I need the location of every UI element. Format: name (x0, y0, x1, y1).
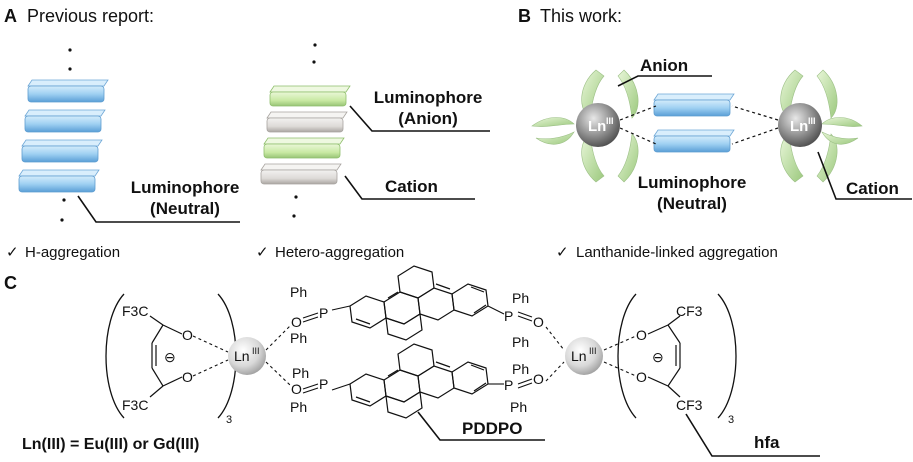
ln-sup-left: III (606, 116, 614, 126)
label-luminophore-neutral-line1: Luminophore (131, 178, 240, 197)
oxygen-p-left-bottom: O (291, 381, 302, 397)
minus-charge-right: ⊖ (652, 349, 664, 365)
cf3-right-top: CF3 (676, 303, 703, 319)
coordination-dashes-b (619, 105, 779, 145)
check-icon: ✓ (556, 244, 569, 261)
oxygen-p-right-bottom: O (533, 371, 544, 387)
oxygen-p-left-top: O (291, 314, 302, 330)
gray-slab (266, 111, 348, 133)
count-right: 3 (728, 414, 734, 426)
oxygen-left-bottom: O (182, 369, 193, 385)
blue-slab (24, 109, 106, 133)
ph-label: Ph (292, 365, 309, 381)
ph-label: Ph (290, 330, 307, 346)
label-luminophore-neutral-b-line1: Luminophore (638, 173, 747, 192)
pointer-line-cation-a (344, 175, 475, 200)
ln-definition: Ln(III) = Eu(III) or Gd(III) (22, 436, 199, 453)
label-anion-b: Anion (640, 56, 688, 75)
caption-hetero-aggregation: Hetero-aggregation (275, 244, 404, 261)
pointer-line-anion (349, 105, 490, 132)
label-luminophore-anion-line1: Luminophore (374, 88, 483, 107)
oxygen-right-top: O (636, 327, 647, 343)
label-pddpo: PDDPO (462, 419, 522, 438)
panel-a-letter: A (4, 6, 17, 26)
phosphorus-left-bottom: P (319, 376, 328, 392)
ln-sup-c-right: III (589, 346, 597, 356)
caption-h-aggregation: H-aggregation (25, 244, 120, 261)
ph-label: Ph (290, 284, 307, 300)
label-cation-a: Cation (385, 177, 438, 196)
caption-lanthanide-linked: Lanthanide-linked aggregation (576, 244, 778, 261)
check-icon: ✓ (6, 244, 19, 261)
hfa-right (603, 293, 737, 419)
panel-c-letter: C (4, 273, 17, 293)
lanthanide-left-complex (531, 69, 639, 183)
green-slab (263, 137, 345, 159)
check-icon: ✓ (256, 244, 269, 261)
minus-charge-left: ⊖ (164, 349, 176, 365)
cf3-right-bottom: CF3 (676, 397, 703, 413)
label-cation-b: Cation (846, 179, 899, 198)
ln-sup-right: III (808, 116, 816, 126)
ph-label: Ph (512, 290, 529, 306)
ellipsis-dots-bottom-left (60, 198, 66, 222)
pointer-line-cation-b (817, 151, 912, 200)
pointer-line-anion-b (617, 75, 712, 87)
ln-label-c-left: Ln (234, 348, 250, 364)
blue-slab (21, 139, 103, 163)
lanthanide-sphere-right (778, 103, 822, 147)
ln-label-left: Ln (588, 118, 606, 135)
blue-slab-stack (18, 79, 109, 193)
cf3-left-bottom: F3C (122, 397, 148, 413)
pointer-line-neutral (77, 195, 240, 223)
blue-slab (653, 93, 735, 117)
phosphorus-right-bottom: P (504, 377, 513, 393)
blue-slab (27, 79, 109, 103)
pyrene-bottom (349, 343, 489, 419)
label-luminophore-neutral-line2: (Neutral) (150, 199, 220, 218)
oxygen-right-bottom: O (636, 369, 647, 385)
hetero-slab-stack (260, 85, 351, 185)
ellipsis-dots-top-left (68, 48, 72, 71)
phosphorus-left-top: P (319, 305, 328, 321)
ph-label: Ph (290, 399, 307, 415)
ellipsis-dots-bottom-right-a (292, 195, 298, 218)
panel-b-letter: B (518, 6, 531, 26)
label-luminophore-anion-line2: (Anion) (398, 109, 457, 128)
oxygen-p-right-top: O (533, 314, 544, 330)
label-hfa: hfa (754, 433, 780, 452)
pointer-line-pddpo (417, 411, 545, 441)
lanthanide-right-complex (778, 69, 863, 183)
ellipsis-dots-top-right-a (312, 43, 317, 64)
pointer-line-hfa (685, 413, 820, 457)
panel-b-title: This work: (540, 6, 622, 26)
phosphorus-right-top: P (504, 308, 513, 324)
blue-slab (653, 129, 735, 153)
phosphine-oxide-right (487, 305, 565, 389)
ph-label: Ph (512, 334, 529, 350)
oxygen-left-top: O (182, 327, 193, 343)
label-luminophore-neutral-b-line2: (Neutral) (657, 194, 727, 213)
panel-a-title: Previous report: (27, 6, 154, 26)
pyrene-top (349, 265, 489, 341)
phosphine-oxide-left (265, 305, 351, 394)
blue-slab (18, 169, 100, 193)
ln-label-c-right: Ln (571, 348, 587, 364)
ln-label-right: Ln (790, 118, 808, 135)
blue-slab-pair (653, 93, 735, 153)
count-left: 3 (226, 414, 232, 426)
cf3-left-top: F3C (122, 303, 148, 319)
green-slab (269, 85, 351, 107)
ln-sup-c-left: III (252, 346, 260, 356)
gray-slab (260, 163, 342, 185)
lanthanide-sphere-left (576, 103, 620, 147)
lanthanide-sphere-c-left (228, 337, 266, 375)
lanthanide-sphere-c-right (565, 337, 603, 375)
ph-label: Ph (512, 361, 529, 377)
ph-label: Ph (510, 399, 527, 415)
